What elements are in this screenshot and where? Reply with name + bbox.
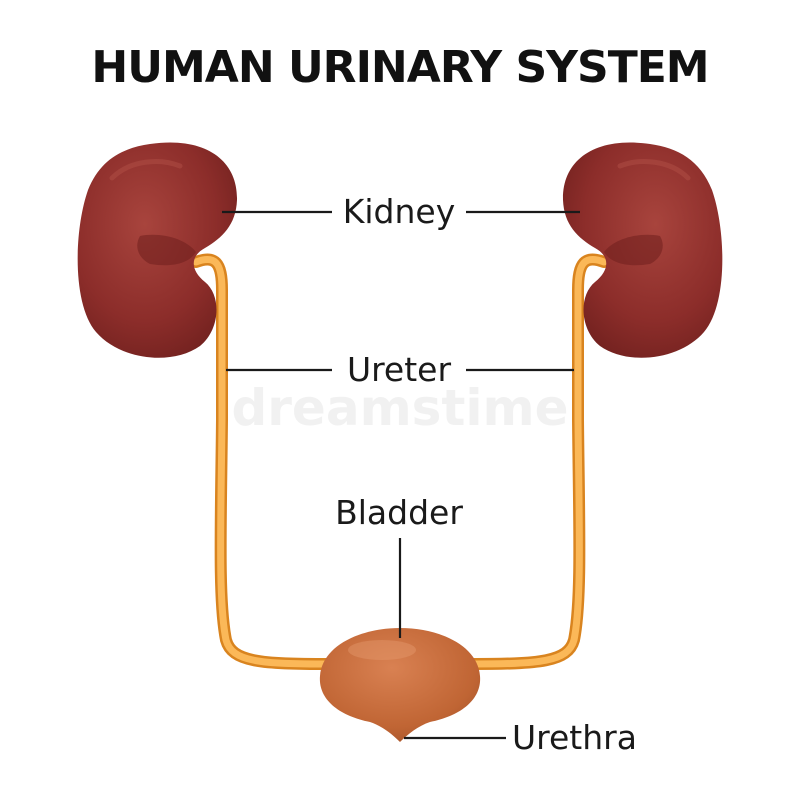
bladder-label: Bladder <box>335 493 463 532</box>
ureter-label: Ureter <box>347 350 452 389</box>
ureter-left <box>190 253 336 670</box>
kidney-label: Kidney <box>343 192 456 231</box>
bladder <box>319 628 481 742</box>
kidney-left <box>77 142 238 358</box>
kidney-right <box>562 142 723 358</box>
urethra-label: Urethra <box>512 718 637 757</box>
watermark: dreamstime <box>231 379 568 437</box>
ureter-right <box>464 253 610 670</box>
diagram-title: HUMAN URINARY SYSTEM <box>91 42 708 93</box>
